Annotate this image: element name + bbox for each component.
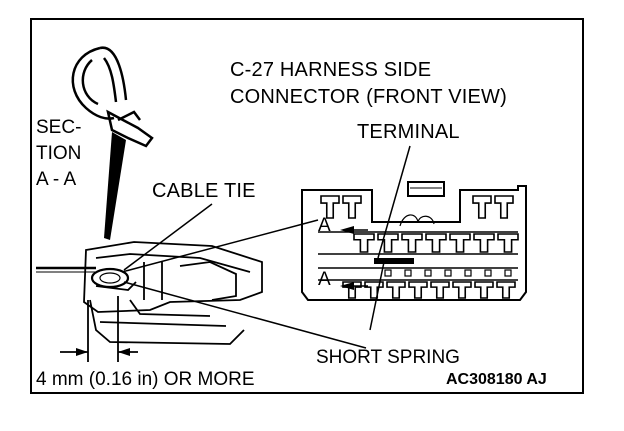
terminal-row2-4 [449,233,471,253]
dimension-arrow-right [118,348,130,356]
spring-slot-6 [504,269,512,277]
section-view [36,241,263,362]
title-line-1: C-27 HARNESS SIDE [230,59,432,81]
figure-frame [30,18,584,394]
short-spring-bar [374,258,414,264]
title-line-2: CONNECTOR (FRONT VIEW) [230,86,507,108]
section-arrow-upper [340,226,354,234]
terminal-bottom-4 [430,281,450,299]
short-spring-label: SHORT SPRING [316,347,460,368]
spring-slot-1 [404,269,412,277]
dimension-arrow-left [76,348,88,356]
terminal-label: TERMINAL [357,121,460,143]
cable-tie-loop [71,46,154,148]
terminal-bottom-5 [452,281,472,299]
terminal-row2-2 [401,233,423,253]
leader-lines [121,145,411,349]
spring-slot-2 [424,269,432,277]
section-label-line-3: A - A [36,169,77,190]
terminal-bottom-3 [408,281,428,299]
spring-slot-3 [444,269,452,277]
spring-slot-0 [384,269,392,277]
section-marker-upper: A [318,215,331,236]
terminal-top-right-1 [494,195,514,219]
terminal-row2-3 [425,233,447,253]
cable-tie-label: CABLE TIE [152,180,256,202]
section-label-line-1: SEC- [36,117,82,138]
terminal-top-left-0 [320,195,340,219]
terminal-row2-1 [377,233,399,253]
section-pointer-wedge [104,132,126,240]
terminal-top-left-1 [342,195,362,219]
dimension-label: 4 mm (0.16 in) OR MORE [36,369,255,390]
section-label-line-2: TION [36,143,82,164]
section-marker-lower: A [318,269,331,290]
terminal-bottom-1 [364,281,384,299]
terminal-bottom-2 [386,281,406,299]
spring-slot-5 [484,269,492,277]
figure-code: AC308180 AJ [446,371,547,388]
terminal-row2-5 [473,233,495,253]
terminal-row2-0 [353,233,375,253]
section-arrow-lower [340,282,354,290]
terminal-row2-6 [497,233,519,253]
terminal-bottom-6 [474,281,494,299]
spring-slot-4 [464,269,472,277]
terminal-cavities [320,195,519,299]
terminal-bottom-7 [496,281,516,299]
terminal-top-right-0 [472,195,492,219]
